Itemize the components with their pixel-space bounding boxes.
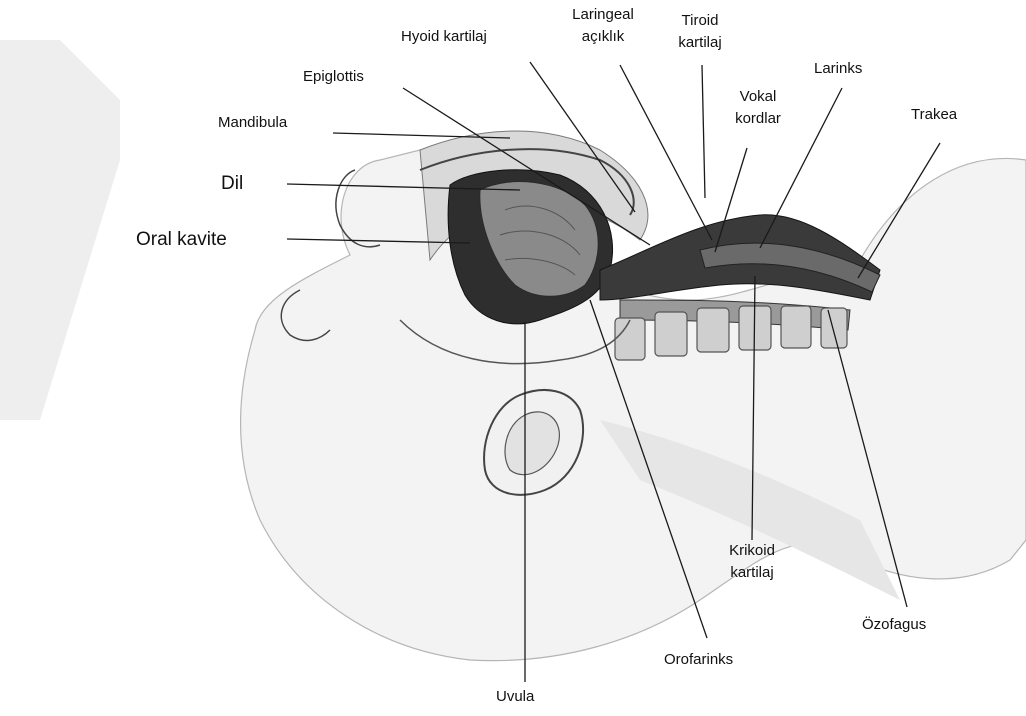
- label-krikoid-line2: kartilaj: [712, 562, 792, 584]
- label-tiroid-kartilaj: Tiroid kartilaj: [660, 10, 740, 54]
- label-dil: Dil: [221, 172, 243, 196]
- label-epiglottis: Epiglottis: [303, 66, 364, 88]
- label-vokal-line1: Vokal: [718, 86, 798, 108]
- label-tiroid-line2: kartilaj: [660, 32, 740, 54]
- vertebra: [781, 306, 811, 348]
- watermark-shape: [0, 40, 120, 420]
- label-laringeal-line2: açıklık: [553, 26, 653, 48]
- vertebra: [821, 308, 847, 348]
- label-laringeal-line1: Laringeal: [553, 4, 653, 26]
- label-larinks: Larinks: [814, 58, 862, 80]
- vertebra: [697, 308, 729, 352]
- label-vokal-line2: kordlar: [718, 108, 798, 130]
- vertebra: [615, 318, 645, 360]
- label-vokal-kordlar: Vokal kordlar: [718, 86, 798, 130]
- label-tiroid-line1: Tiroid: [660, 10, 740, 32]
- leader-line-tiroid: [702, 65, 705, 198]
- label-mandibula: Mandibula: [218, 112, 287, 134]
- label-trakea: Trakea: [911, 104, 957, 126]
- label-ozofagus: Özofagus: [862, 614, 926, 636]
- label-laringeal-aciklik: Laringeal açıklık: [553, 4, 653, 48]
- label-krikoid-kartilaj: Krikoid kartilaj: [712, 540, 792, 584]
- label-orofarinks: Orofarinks: [664, 649, 733, 671]
- vertebra: [655, 312, 687, 356]
- label-krikoid-line1: Krikoid: [712, 540, 792, 562]
- label-uvula: Uvula: [496, 686, 534, 708]
- label-oral-kavite: Oral kavite: [136, 228, 227, 252]
- label-hyoid-kartilaj: Hyoid kartilaj: [401, 26, 487, 48]
